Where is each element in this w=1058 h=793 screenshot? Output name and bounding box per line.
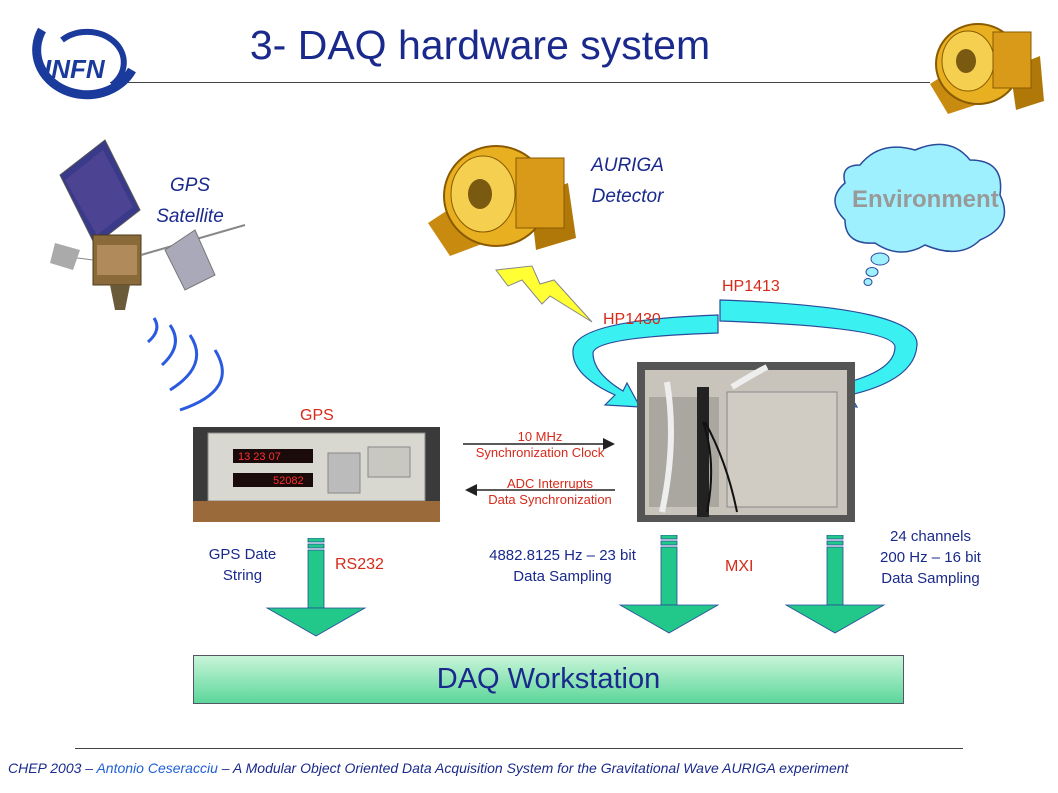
hp1413-label: HP1413 [722, 278, 780, 295]
sync-arrows [463, 438, 615, 496]
auriga-detector-label: AURIGA Detector [575, 150, 680, 212]
gps-date-line1: GPS Date [208, 546, 277, 563]
auriga-label-line1: AURIGA [591, 155, 664, 176]
gps-display-bottom: 52082 [273, 475, 304, 487]
environment-label: Environment [852, 186, 999, 213]
adc-label-line2: Data Synchronization [488, 492, 612, 507]
gps-date-label: GPS Date String [185, 544, 300, 586]
vxi-crate-image [637, 362, 855, 522]
channels-line3: Data Sampling [881, 570, 980, 587]
gps-satellite-label: GPS Satellite [140, 170, 240, 232]
channels-label: 24 channels 200 Hz – 16 bit Data Samplin… [858, 526, 1003, 589]
sampling-down-arrow [618, 535, 720, 634]
gps-device-label: GPS [300, 407, 334, 424]
hp-connection-arrows [572, 299, 918, 408]
footer-divider [75, 748, 963, 749]
channels-line2: 200 Hz – 16 bit [880, 549, 981, 566]
environment-cloud [834, 143, 1006, 286]
footer-part2: – A Modular Object Oriented Data Acquisi… [217, 760, 849, 776]
channels-down-arrow [784, 535, 886, 634]
adc-label-line1: ADC Interrupts [507, 476, 593, 491]
daq-workstation-box: DAQ Workstation [193, 655, 904, 704]
gps-down-arrow [265, 538, 367, 637]
footer: CHEP 2003 – Antonio Ceseracciu – A Modul… [8, 760, 1053, 776]
auriga-label-line2: Detector [591, 186, 664, 207]
gps-satellite-label-line1: GPS [169, 175, 211, 196]
infn-logo-text: INFN [44, 54, 106, 84]
auriga-detector-image [428, 145, 576, 256]
mxi-label: MXI [725, 558, 754, 575]
clock-label-line2: Synchronization Clock [475, 445, 605, 460]
daq-workstation-label: DAQ Workstation [436, 663, 661, 695]
sampling-line1: 4882.8125 Hz – 23 bit [489, 547, 636, 564]
footer-author: Antonio Ceseracciu [96, 760, 218, 776]
gps-date-line2: String [222, 567, 263, 584]
infn-logo: INFN [32, 27, 136, 100]
gps-satellite-label-line2: Satellite [156, 206, 224, 227]
gps-display-top: 13 23 07 [238, 451, 281, 463]
adc-label: ADC Interrupts Data Synchronization [470, 476, 630, 508]
radio-waves [146, 317, 224, 412]
hp1430-label: HP1430 [603, 311, 661, 328]
sampling-label: 4882.8125 Hz – 23 bit Data Sampling [465, 545, 660, 587]
clock-label-line1: 10 MHz [517, 429, 563, 444]
sampling-line2: Data Sampling [513, 568, 612, 585]
title-divider [110, 82, 930, 83]
slide-title: 3- DAQ hardware system [249, 22, 711, 68]
gps-satellite-image [50, 139, 246, 310]
channels-line1: 24 channels [890, 528, 971, 545]
footer-part1: CHEP 2003 – [8, 760, 97, 776]
auriga-detector-image-small [930, 23, 1044, 114]
rs232-label: RS232 [335, 556, 384, 573]
clock-label: 10 MHz Synchronization Clock [455, 429, 625, 461]
gps-receiver-image: 13 23 07 52082 [193, 427, 440, 522]
lightning-icon [495, 265, 593, 323]
